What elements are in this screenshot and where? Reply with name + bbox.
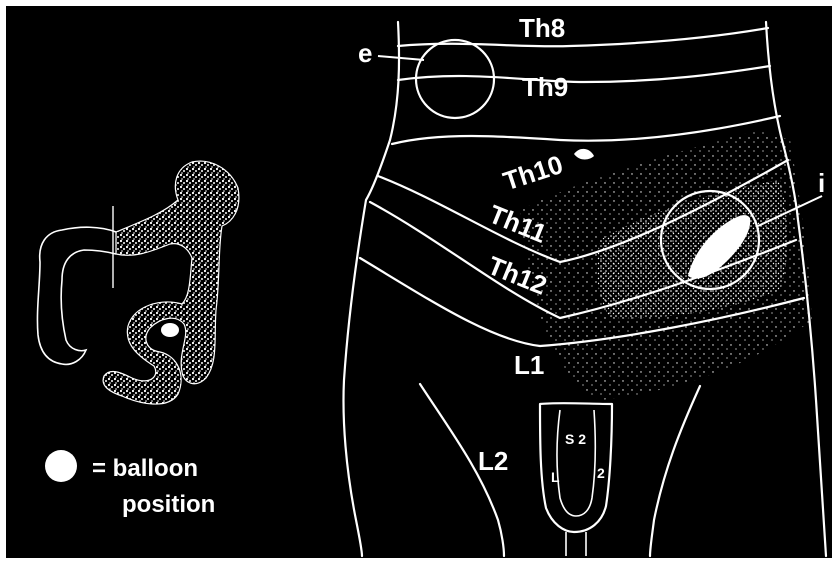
label-l-small: L	[551, 469, 560, 485]
label-s2: S 2	[565, 431, 586, 447]
label-e: e	[358, 38, 372, 68]
label-l1: L1	[514, 350, 544, 380]
legend-balloon-text: = balloon	[92, 455, 198, 482]
label-th8: Th8	[519, 13, 565, 43]
label-th9: Th9	[522, 72, 568, 102]
legend-balloon-circle	[45, 450, 77, 482]
legend-position-text: position	[122, 491, 215, 518]
colon-balloon-dot	[161, 323, 179, 337]
label-l2: L2	[478, 446, 508, 476]
label-two-small: 2	[597, 465, 605, 481]
label-i: i	[818, 168, 825, 198]
